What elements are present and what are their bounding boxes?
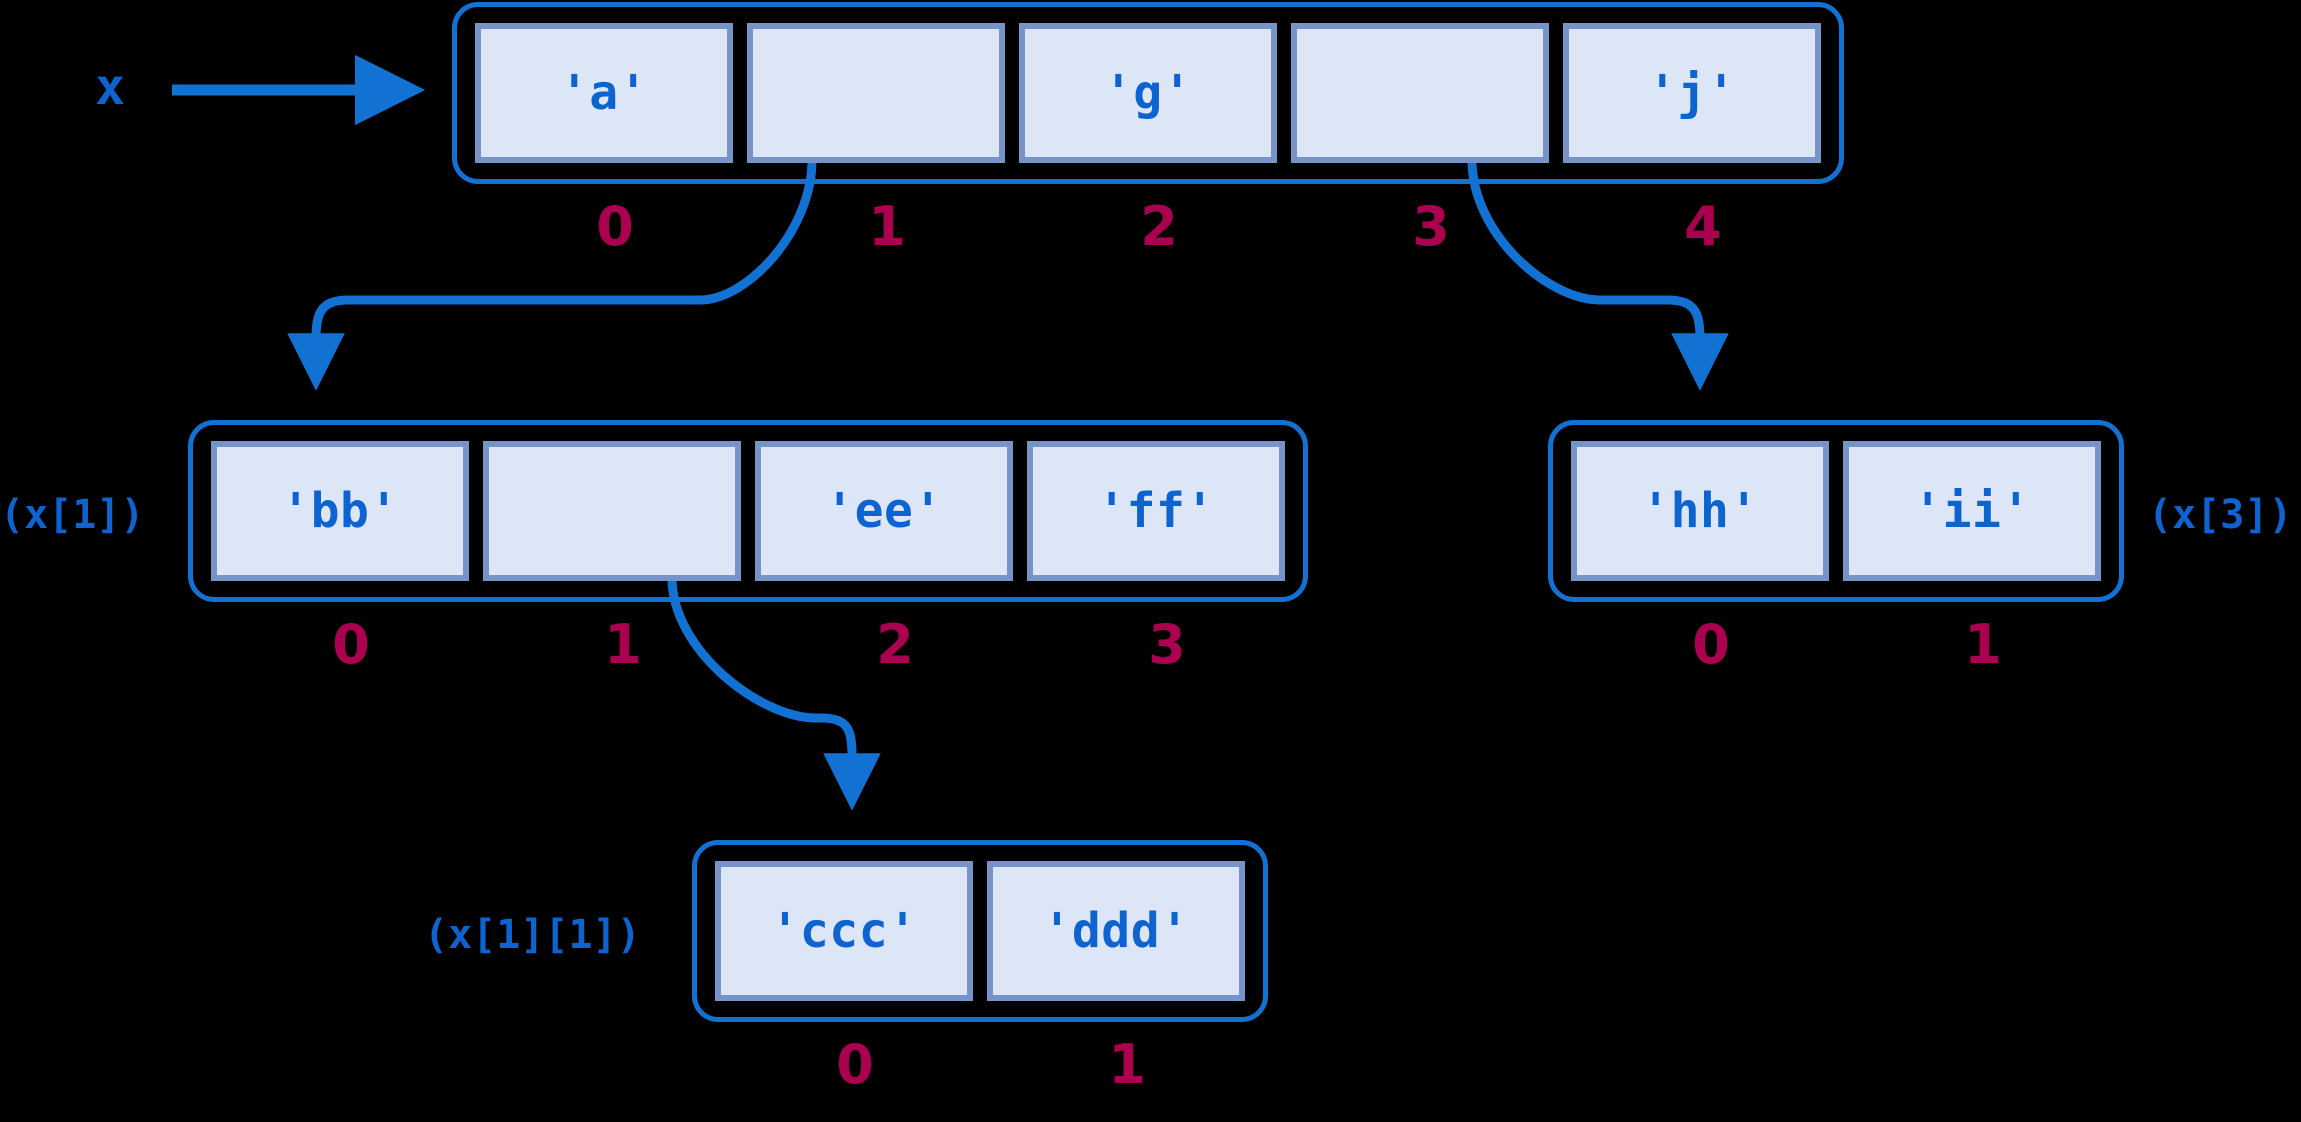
list-x11-cell-1[interactable]: 'ddd' [987, 861, 1245, 1001]
list-label-x1: (x[1]) [0, 492, 145, 538]
list-x-cell-4[interactable]: 'j' [1563, 23, 1821, 163]
index-x-3: 3 [1412, 195, 1450, 258]
list-x: 'a' 'g' 'j' [452, 2, 1844, 184]
index-x11-0: 0 [836, 1033, 874, 1096]
index-x1-1: 1 [604, 613, 642, 676]
list-x3-cell-1[interactable]: 'ii' [1843, 441, 2101, 581]
index-row-x: 0 1 2 3 4 [486, 200, 1832, 254]
list-x11: 'ccc' 'ddd' [692, 840, 1268, 1022]
arrow-x1-to-list [287, 147, 817, 391]
list-x1-cell-0[interactable]: 'bb' [211, 441, 469, 581]
list-x1: 'bb' 'ee' 'ff' [188, 420, 1308, 602]
arrow-x11-to-list [667, 565, 881, 811]
list-x-cell-1[interactable] [747, 23, 1005, 163]
index-row-x3: 0 1 [1582, 618, 2112, 672]
list-label-x11: (x[1][1]) [424, 912, 641, 958]
variable-label-x: x [95, 58, 126, 116]
index-x-2: 2 [1140, 195, 1178, 258]
index-row-x11: 0 1 [726, 1038, 1256, 1092]
index-x1-3: 3 [1148, 613, 1186, 676]
index-x-1: 1 [868, 195, 906, 258]
index-row-x1: 0 1 2 3 [222, 618, 1296, 672]
list-x-cell-2[interactable]: 'g' [1019, 23, 1277, 163]
list-x3: 'hh' 'ii' [1548, 420, 2124, 602]
list-label-x3: (x[3]) [2148, 492, 2293, 538]
list-x1-cell-3[interactable]: 'ff' [1027, 441, 1285, 581]
index-x3-1: 1 [1964, 613, 2002, 676]
list-x-cell-3[interactable] [1291, 23, 1549, 163]
list-x1-cell-1[interactable] [483, 441, 741, 581]
index-x3-0: 0 [1692, 613, 1730, 676]
list-x1-cell-2[interactable]: 'ee' [755, 441, 1013, 581]
index-x1-0: 0 [332, 613, 370, 676]
arrow-x3-to-list [1467, 147, 1729, 391]
list-x-cell-0[interactable]: 'a' [475, 23, 733, 163]
list-x11-cell-0[interactable]: 'ccc' [715, 861, 973, 1001]
index-x-0: 0 [596, 195, 634, 258]
index-x-4: 4 [1684, 195, 1722, 258]
list-x3-cell-0[interactable]: 'hh' [1571, 441, 1829, 581]
index-x11-1: 1 [1108, 1033, 1146, 1096]
index-x1-2: 2 [876, 613, 914, 676]
